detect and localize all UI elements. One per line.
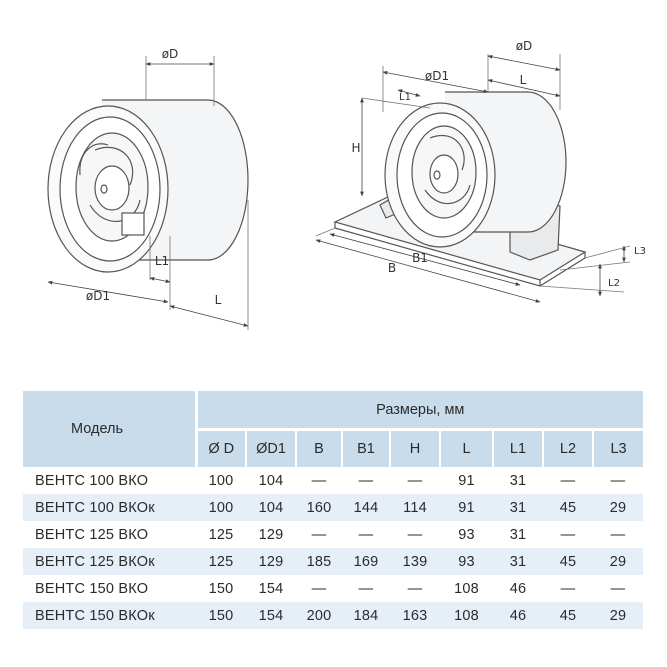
cell-model: ВЕНТС 125 ВКО xyxy=(35,526,149,543)
cell-value: 100 xyxy=(208,472,234,489)
cell-value: 93 xyxy=(440,548,493,575)
table-row: ВЕНТС 125 ВКОк 125 129 185 169 139 93 31… xyxy=(23,548,644,575)
label-right-h: H xyxy=(351,141,360,155)
cell-value: 45 xyxy=(543,548,593,575)
cell-value: 108 xyxy=(454,580,479,597)
cell-value: 150 xyxy=(196,602,246,629)
cell-value: 169 xyxy=(342,548,390,575)
cell-value: 104 xyxy=(258,472,284,489)
cell-value: — xyxy=(407,472,423,489)
header-dimensions-group: Размеры, мм xyxy=(196,391,644,431)
table-row: ВЕНТС 125 ВКО 125 129 — — — 93 31 — — xyxy=(23,521,643,548)
cell-value: — xyxy=(610,526,626,543)
cell-value: 108 xyxy=(440,602,493,629)
header-col-l: L xyxy=(439,429,493,467)
label-left-l1: L1 xyxy=(155,254,169,268)
cell-value: 31 xyxy=(493,548,543,575)
cell-value: 139 xyxy=(390,548,440,575)
header-col-b: B xyxy=(295,429,342,467)
header-col-b1: B1 xyxy=(341,429,390,467)
fan-drawing-simple xyxy=(47,56,249,330)
cell-value: 125 xyxy=(196,548,246,575)
cell-value: 46 xyxy=(509,580,527,597)
cell-value: — xyxy=(610,472,626,489)
cell-value: 114 xyxy=(390,494,440,521)
cell-value: — xyxy=(560,580,576,597)
label-left-l: L xyxy=(215,293,222,307)
header-col-l2: L2 xyxy=(542,429,593,467)
cell-value: 125 xyxy=(208,526,234,543)
label-right-l3: L3 xyxy=(634,246,646,257)
cell-value: 104 xyxy=(246,494,296,521)
cell-value: — xyxy=(560,472,576,489)
cell-value: — xyxy=(311,580,327,597)
cell-value: 31 xyxy=(509,526,527,543)
cell-value: 184 xyxy=(342,602,390,629)
cell-value: — xyxy=(407,526,423,543)
label-right-l1: L1 xyxy=(399,92,411,103)
label-right-d: øD xyxy=(516,39,533,53)
cell-value: 129 xyxy=(258,526,284,543)
cell-value: 31 xyxy=(493,494,543,521)
cell-value: 46 xyxy=(493,602,543,629)
cell-value: 29 xyxy=(593,548,644,575)
dimensions-table: Модель Размеры, мм Ø D ØD1 B B1 H L L1 L… xyxy=(23,391,644,629)
label-right-d1: øD1 xyxy=(425,69,449,83)
cell-value: 150 xyxy=(208,580,234,597)
cell-value: — xyxy=(311,472,327,489)
cell-value: 163 xyxy=(390,602,440,629)
cell-value: 91 xyxy=(458,472,475,489)
cell-model: ВЕНТС 150 ВКОк xyxy=(23,602,196,629)
label-right-b: B xyxy=(388,261,396,275)
cell-value: — xyxy=(358,580,374,597)
table-row: ВЕНТС 150 ВКОк 150 154 200 184 163 108 4… xyxy=(23,602,644,629)
cell-model: ВЕНТС 100 ВКО xyxy=(35,472,149,489)
cell-value: — xyxy=(560,526,576,543)
fan-drawing-bracket xyxy=(315,54,631,303)
cell-model: ВЕНТС 150 ВКО xyxy=(35,580,149,597)
cell-value: 45 xyxy=(543,602,593,629)
cell-value: 160 xyxy=(296,494,342,521)
cell-value: 93 xyxy=(458,526,475,543)
label-left-d1: øD1 xyxy=(86,289,110,303)
header-model: Модель xyxy=(23,391,198,467)
cell-value: 31 xyxy=(509,472,527,489)
cell-model: ВЕНТС 125 ВКОк xyxy=(23,548,196,575)
cell-value: — xyxy=(311,526,327,543)
header-col-l3: L3 xyxy=(591,429,644,467)
cell-value: 154 xyxy=(258,580,284,597)
cell-value: 100 xyxy=(196,494,246,521)
cell-value: 154 xyxy=(246,602,296,629)
header-col-h: H xyxy=(389,429,440,467)
technical-drawings: øD øD1 L L1 xyxy=(47,39,646,330)
cell-value: 29 xyxy=(593,494,644,521)
table-row: ВЕНТС 100 ВКОк 100 104 160 144 114 91 31… xyxy=(23,494,644,521)
label-right-b1: B1 xyxy=(412,251,428,265)
cell-value: 29 xyxy=(593,602,644,629)
cell-value: — xyxy=(358,472,374,489)
header-col-l1: L1 xyxy=(492,429,543,467)
cell-value: 91 xyxy=(440,494,493,521)
table-row: ВЕНТС 100 ВКО 100 104 — — — 91 31 — — xyxy=(23,467,643,494)
label-right-l2: L2 xyxy=(608,278,620,289)
label-left-d: øD xyxy=(162,47,179,61)
table-row: ВЕНТС 150 ВКО 150 154 — — — 108 46 — — xyxy=(23,575,643,602)
cell-model: ВЕНТС 100 ВКОк xyxy=(23,494,196,521)
label-right-l: L xyxy=(520,73,527,87)
cell-value: 144 xyxy=(342,494,390,521)
header-col-d: Ø D xyxy=(196,429,246,467)
header-col-d1: ØD1 xyxy=(245,429,296,467)
cell-value: — xyxy=(358,526,374,543)
cell-value: 185 xyxy=(296,548,342,575)
cell-value: 129 xyxy=(246,548,296,575)
cell-value: — xyxy=(610,580,626,597)
cell-value: — xyxy=(407,580,423,597)
cell-value: 45 xyxy=(543,494,593,521)
cell-value: 200 xyxy=(296,602,342,629)
